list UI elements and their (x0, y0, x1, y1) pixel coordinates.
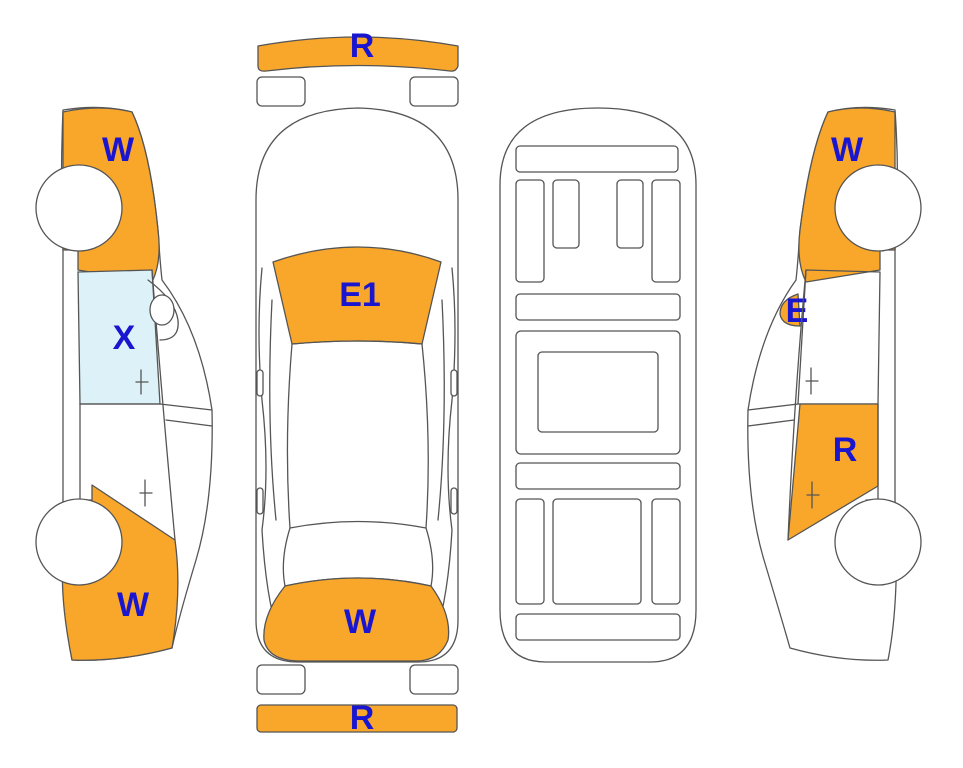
top-view: E1 W (255, 107, 459, 663)
top-right-mirror[interactable] (450, 369, 458, 397)
rear-bumper-group: R (256, 664, 459, 737)
left-front-fender-label: W (102, 131, 135, 169)
underside-view (499, 107, 697, 663)
left-front-window-label: X (113, 319, 136, 357)
right-side-view: W E R (747, 106, 922, 661)
trunk[interactable] (263, 577, 450, 662)
left-rear-quarter[interactable] (61, 484, 179, 661)
left-front-wheel[interactable] (35, 164, 123, 252)
left-side-view: W W X (35, 106, 213, 661)
left-rear-wheel[interactable] (35, 498, 123, 586)
top-body-outline (255, 107, 459, 663)
front-bumper-label: R (350, 27, 375, 65)
front-bumper-group: R (256, 27, 459, 107)
left-rear-quarter-label: W (117, 586, 150, 624)
right-taillight[interactable] (409, 664, 459, 695)
right-headlight[interactable] (409, 76, 459, 107)
top-left-mirror[interactable] (256, 369, 264, 397)
rear-bumper-label: R (350, 699, 375, 737)
right-front-door-label: R (833, 431, 858, 469)
left-taillight[interactable] (256, 664, 306, 695)
trunk-label: W (344, 603, 377, 641)
right-front-wheel[interactable] (834, 164, 922, 252)
front-bumper[interactable] (257, 36, 459, 72)
right-mirror-label: E (786, 292, 809, 330)
left-headlight[interactable] (256, 76, 306, 107)
right-mirror[interactable] (779, 293, 801, 327)
right-front-door[interactable] (787, 403, 879, 541)
rear-bumper[interactable] (256, 704, 458, 733)
right-rear-wheel[interactable] (834, 498, 922, 586)
hood-label: E1 (339, 276, 381, 314)
right-rear-quarter-label: W (831, 131, 864, 169)
